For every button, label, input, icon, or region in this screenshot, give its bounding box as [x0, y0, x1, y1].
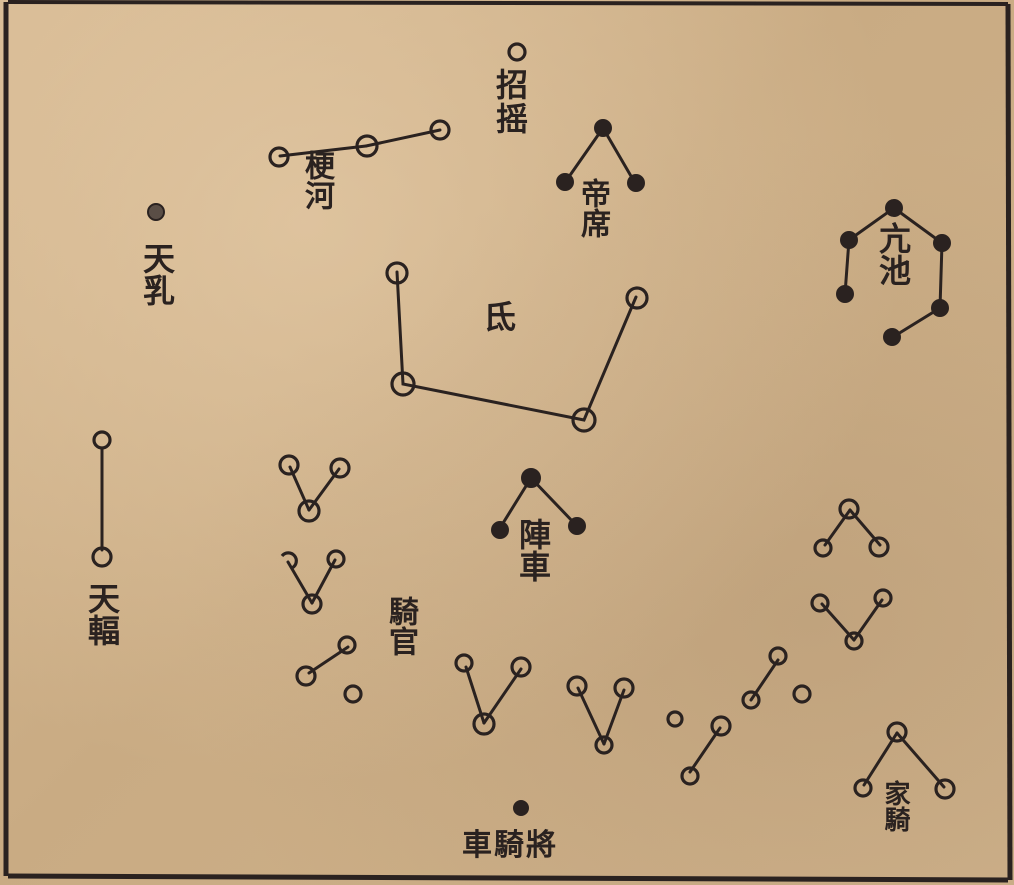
link [566, 128, 603, 181]
star [514, 801, 528, 815]
star [886, 200, 902, 216]
link [603, 128, 635, 183]
link [397, 272, 636, 420]
star [628, 175, 644, 191]
constellation-tianfu [93, 432, 111, 566]
star [712, 717, 730, 735]
star [492, 522, 508, 538]
star [345, 686, 361, 702]
star [855, 780, 871, 796]
star [94, 432, 110, 448]
label-tianru: 天乳 [140, 242, 180, 306]
label-zhenche: 陣車 [516, 518, 556, 582]
link [578, 688, 604, 744]
star [934, 235, 950, 251]
label-jiaqi: 家騎 [874, 780, 914, 832]
constellation-zhaoyao: 招摇 [509, 44, 525, 60]
label-dixi: 帝席 [574, 178, 614, 238]
star [280, 456, 298, 474]
star [297, 667, 315, 685]
star [668, 712, 682, 726]
star [815, 540, 831, 556]
star [456, 655, 472, 671]
label-di: 氐 [484, 292, 516, 338]
constellation-tianru [148, 204, 164, 220]
star [339, 637, 355, 653]
label-kangchi: 亢池 [876, 222, 916, 286]
constellation-chejiang [514, 801, 528, 815]
link [897, 733, 944, 787]
star [875, 590, 891, 606]
star [837, 286, 853, 302]
label-zhaoyao: 招摇 [493, 68, 533, 136]
label-chejiang: 車騎將 [462, 820, 558, 864]
star [569, 518, 585, 534]
star [936, 780, 954, 798]
constellation-right-pairs [812, 500, 891, 649]
link [825, 510, 850, 545]
label-genghe: 梗河 [298, 150, 338, 210]
star [595, 120, 611, 136]
star [568, 677, 586, 695]
label-tianfu: 天輻 [85, 582, 125, 646]
star [148, 204, 164, 220]
star [870, 538, 888, 556]
star [522, 469, 540, 487]
star [884, 329, 900, 345]
star [812, 595, 828, 611]
star [509, 44, 525, 60]
constellation-qiguan [280, 456, 810, 784]
star [512, 658, 530, 676]
star [932, 300, 948, 316]
label-qiguan: 騎官 [382, 596, 422, 656]
star [794, 686, 810, 702]
constellation-di [387, 263, 647, 431]
star [841, 232, 857, 248]
